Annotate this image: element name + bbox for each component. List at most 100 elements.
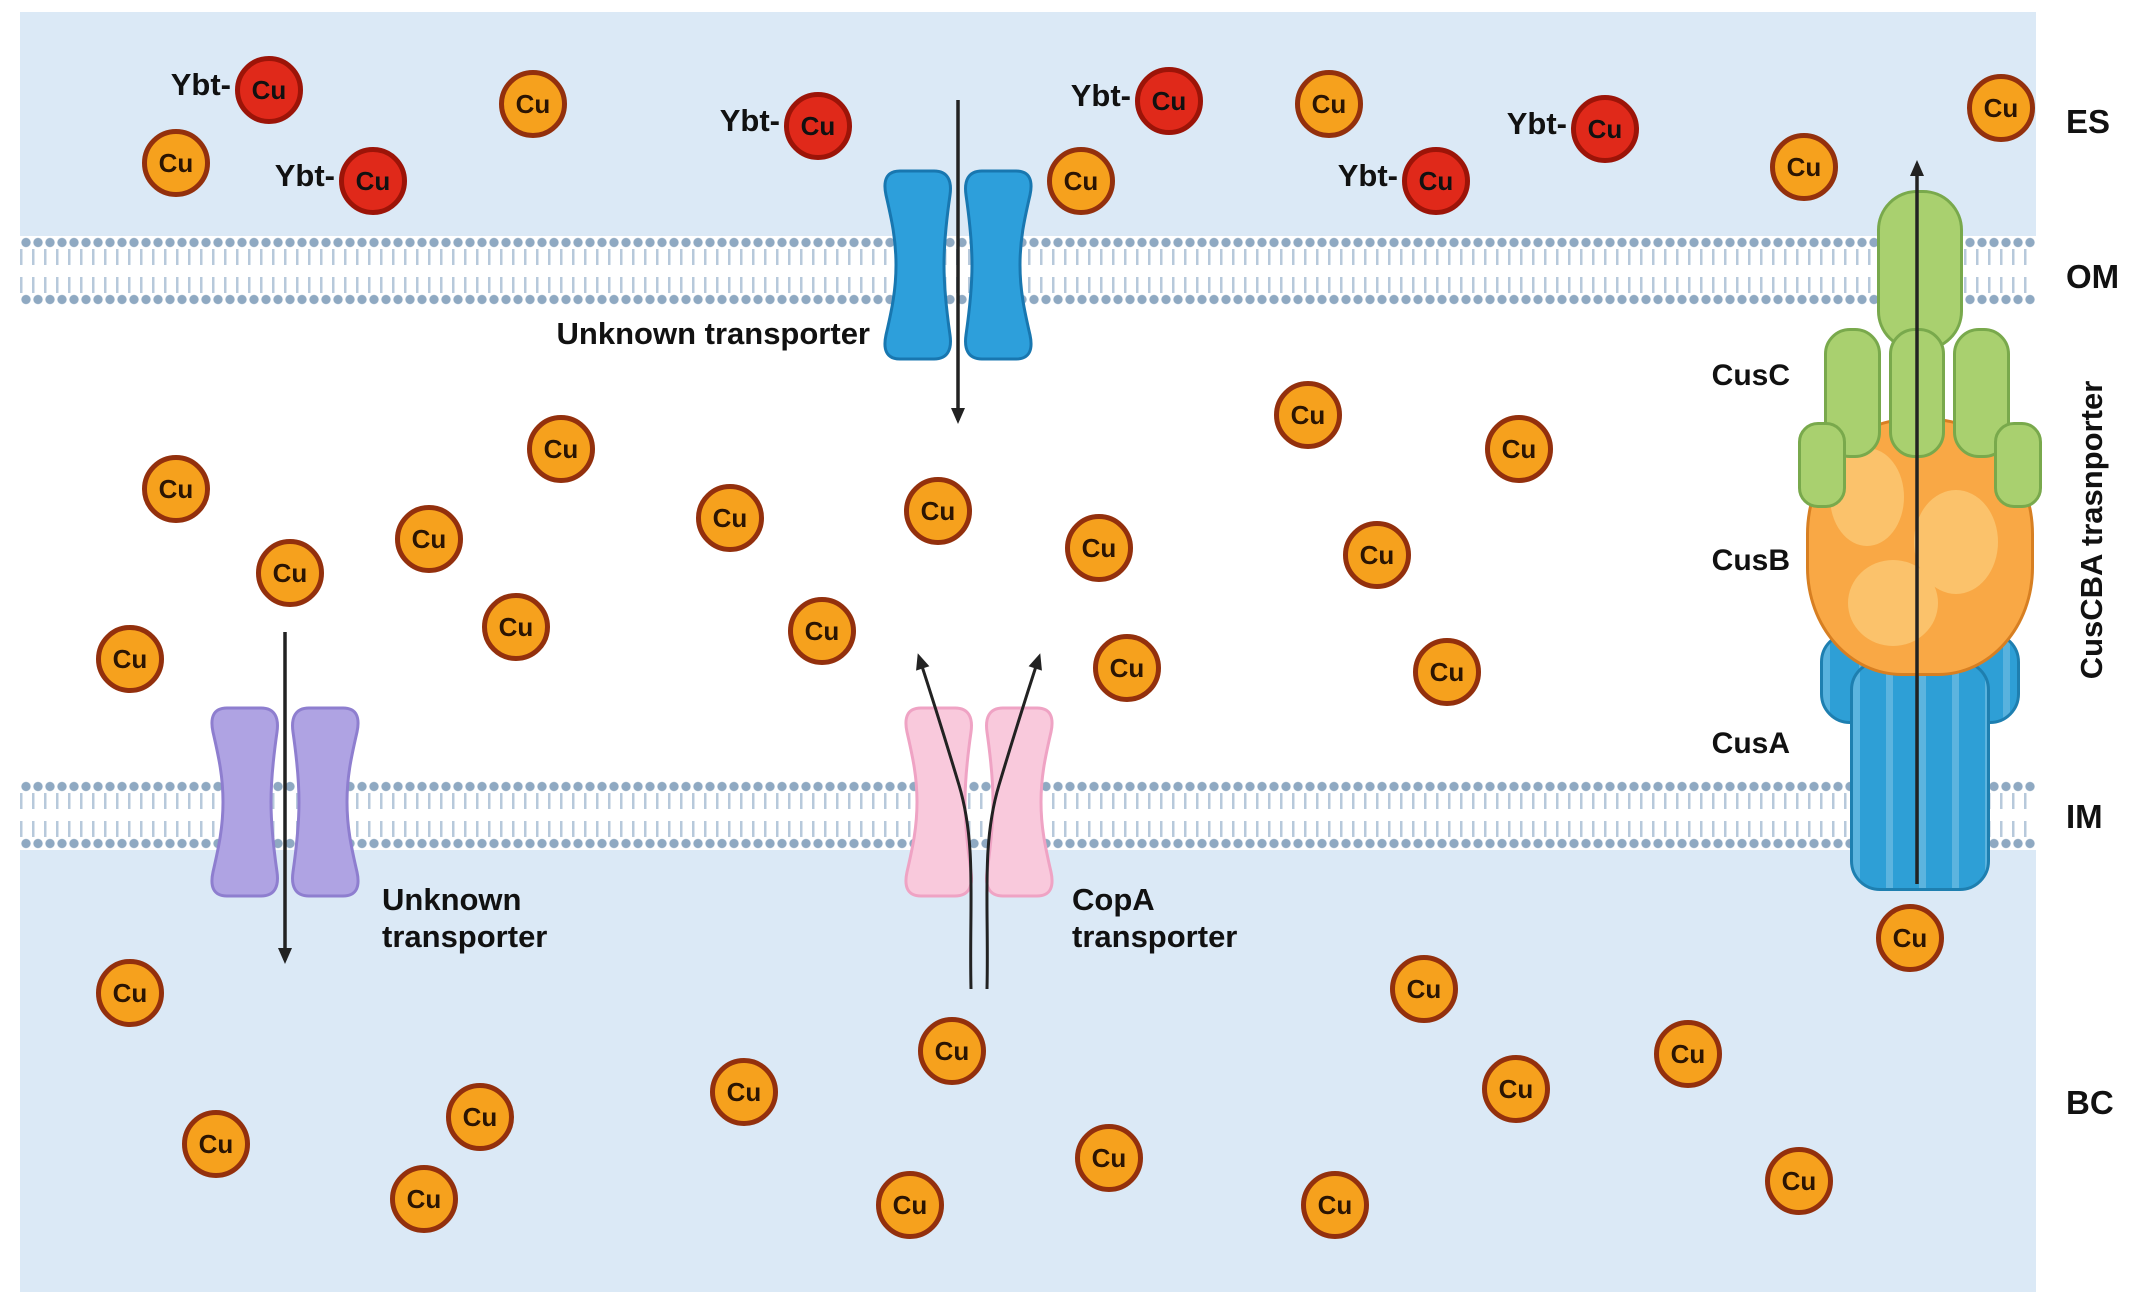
cu-ion: Cu [1301,1171,1369,1239]
cu-ion: Cu [1413,638,1481,706]
ion-circle: Cu [96,625,164,693]
cu-ion: Cu [182,1110,250,1178]
cu-ion: Cu [1654,1020,1722,1088]
lipid-tails-row [20,277,2036,293]
ion-circle: Cu [1274,381,1342,449]
om-import-arrow [951,100,965,424]
lipid-heads-row [20,236,2036,249]
ion-circle: Cu [1047,147,1115,215]
cu-ion: Cu [482,593,550,661]
ion-circle: Cu [918,1017,986,1085]
cu-ion: Cu [1075,1124,1143,1192]
ion-circle: Cu [1402,147,1470,215]
ion-circle: Cu [904,477,972,545]
label-line: transporter [1072,918,1238,954]
om-unknown-transporter-label: Unknown transporter [430,316,870,353]
ion-circle: Cu [1770,133,1838,201]
cu-ion: Cu [1485,415,1553,483]
im-unknown-transporter-label: Unknown transporter [382,882,547,955]
cusc-foot [1798,422,1846,508]
cu-ion: Cu [527,415,595,483]
cusc-subunit-cap [1877,190,1963,351]
ion-circle: Cu [1876,904,1944,972]
cusa-subunit-channel [1850,660,1990,891]
ion-circle: Cu [142,129,210,197]
cu-ion: Cu [918,1017,986,1085]
cu-ion: Cu [710,1058,778,1126]
ybt-prefix-label: Ybt- [170,67,231,102]
ybt-prefix-label: Ybt- [1337,158,1398,193]
ion-circle: Cu [395,505,463,573]
ion-circle: Cu [1135,67,1203,135]
cu-ion: Cu [1770,133,1838,201]
cu-ion: Cu [96,625,164,693]
ion-circle: Cu [142,455,210,523]
ion-circle: Cu [482,593,550,661]
ion-circle: Cu [339,147,407,215]
ion-circle: Cu [710,1058,778,1126]
lipid-tails-row [20,249,2036,265]
cusc-label: CusC [1711,359,1790,392]
cu-ion: Cu [1295,70,1363,138]
ion-circle: Cu [1301,1171,1369,1239]
cusc-foot [1994,422,2042,508]
ion-circle: Cu [784,92,852,160]
label-line: CopA [1072,882,1155,917]
ybt-cu-ion: Ybt-Cu [1071,67,1203,135]
cu-ion: Cu [390,1165,458,1233]
cu-ion: Cu [142,129,210,197]
cu-ion: Cu [1967,74,2035,142]
im-import-arrow [278,632,292,964]
ion-circle: Cu [696,484,764,552]
copa-transporter-label: CopA transporter [1072,882,1237,955]
ybt-cu-ion: Ybt-Cu [275,147,407,215]
cusb-lobe [1848,560,1938,646]
om-unknown-transporter [883,169,1033,361]
cu-ion: Cu [142,455,210,523]
cu-ion: Cu [876,1171,944,1239]
ion-circle: Cu [1482,1055,1550,1123]
ybt-cu-ion: Ybt-Cu [1338,147,1470,215]
ion-circle: Cu [1967,74,2035,142]
ion-circle: Cu [446,1083,514,1151]
label-line: transporter [382,918,548,954]
cu-ion: Cu [788,597,856,665]
cu-ion: Cu [1390,955,1458,1023]
ion-circle: Cu [876,1171,944,1239]
ion-circle: Cu [1765,1147,1833,1215]
cu-ion: Cu [1343,521,1411,589]
ion-circle: Cu [1390,955,1458,1023]
cu-ion: Cu [256,539,324,607]
ybt-cu-ion: Ybt-Cu [720,92,852,160]
cu-ion: Cu [499,70,567,138]
copa-transporter [904,706,1054,898]
cu-ion: Cu [1765,1147,1833,1215]
cu-ion: Cu [1093,634,1161,702]
cusb-label: CusB [1711,544,1790,577]
ion-circle: Cu [256,539,324,607]
cu-ion: Cu [1047,147,1115,215]
copa-export-arrows [916,653,1042,990]
ybt-prefix-label: Ybt- [1506,106,1567,141]
ion-circle: Cu [1413,638,1481,706]
cu-ion: Cu [395,505,463,573]
ion-circle: Cu [1065,514,1133,582]
ybt-prefix-label: Ybt- [719,103,780,138]
ion-circle: Cu [1295,70,1363,138]
ybt-prefix-label: Ybt- [1070,78,1131,113]
cu-ion: Cu [1876,904,1944,972]
cu-ion: Cu [696,484,764,552]
outer-membrane-bilayer [20,236,2036,306]
cu-ion: Cu [1065,514,1133,582]
ybt-prefix-label: Ybt- [274,158,335,193]
cuscba-efflux-arrow [1910,160,1924,884]
ybt-cu-ion: Ybt-Cu [171,56,303,124]
ion-circle: Cu [1654,1020,1722,1088]
ion-circle: Cu [499,70,567,138]
ion-circle: Cu [235,56,303,124]
es-region-label: ES [2066,103,2111,140]
im-region-label: IM [2066,798,2103,835]
ion-circle: Cu [1485,415,1553,483]
cu-ion: Cu [904,477,972,545]
